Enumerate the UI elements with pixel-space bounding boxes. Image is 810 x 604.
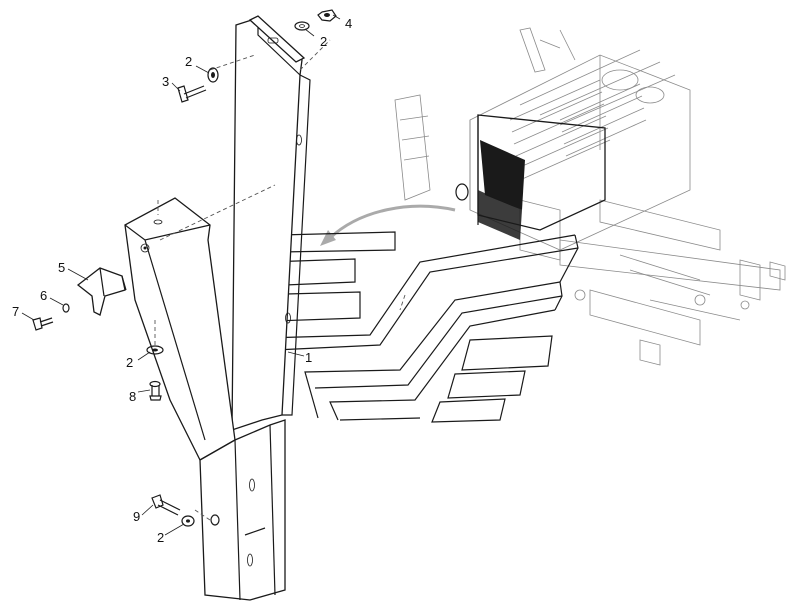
callout-6: 6 <box>40 288 47 303</box>
bolt-9 <box>151 494 181 516</box>
callout-9: 9 <box>133 509 140 524</box>
wing-fastener <box>210 514 220 526</box>
callout-2-middle: 2 <box>126 355 133 370</box>
washer-2-bottom <box>181 515 195 527</box>
callout-3: 3 <box>162 74 169 89</box>
nut-4 <box>317 9 337 22</box>
callout-2-bottom: 2 <box>157 530 164 545</box>
bolt-7 <box>32 317 54 331</box>
callout-5: 5 <box>58 260 65 275</box>
decal-panel <box>244 231 579 423</box>
machine-assembly <box>394 27 786 366</box>
callout-4: 4 <box>345 16 352 31</box>
callout-7: 7 <box>12 304 19 319</box>
washer-2-upper <box>207 67 219 83</box>
callout-2-top: 2 <box>320 34 327 49</box>
callout-2-upper: 2 <box>185 54 192 69</box>
callout-labels: 1 2 2 2 2 3 4 5 6 7 8 9 <box>12 16 352 545</box>
clip-5 <box>76 267 127 316</box>
bolt-3 <box>177 85 207 103</box>
callout-8: 8 <box>129 389 136 404</box>
washer-2-middle <box>146 345 164 355</box>
bolt-8 <box>149 380 162 401</box>
washer-2-top <box>294 21 310 31</box>
leader-lines <box>21 14 341 536</box>
vertical-bracket <box>99 15 406 601</box>
explode-arrow <box>320 204 456 246</box>
callout-1: 1 <box>305 350 312 365</box>
washer-6 <box>62 303 70 313</box>
